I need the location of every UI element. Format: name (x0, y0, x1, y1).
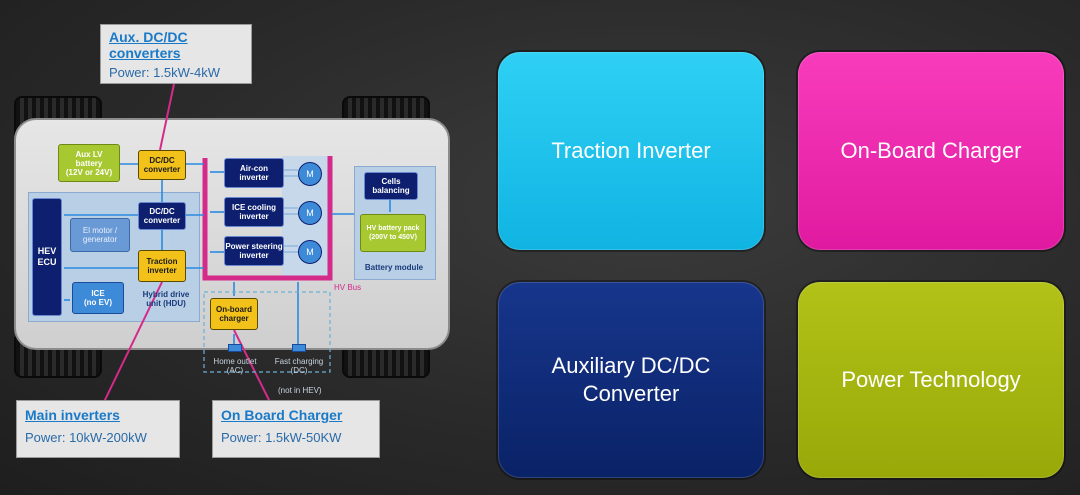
hv-battery-pack: HV battery pack(200V to 450V) (360, 214, 426, 252)
not-in-hev-label: (not in HEV) (278, 386, 322, 395)
hv-bus-label: HV Bus (334, 283, 362, 292)
el-motor-generator: El motor /generator (70, 218, 130, 252)
callout-aux-dcdc: Aux. DC/DC converters Power: 1.5kW-4kW (100, 24, 252, 84)
tile-onboard-charger[interactable]: On-Board Charger (798, 52, 1064, 250)
fast-charging-label: Fast charging(DC) (274, 357, 324, 375)
motor-ice-cooling: M (298, 201, 322, 225)
plug-icon-ac (228, 344, 242, 352)
tile-power-technology[interactable]: Power Technology (798, 282, 1064, 478)
motor-aircon: M (298, 162, 322, 186)
callout-obc-power: Power: 1.5kW-50KW (221, 430, 342, 445)
callout-onboard-charger: On Board Charger Power: 1.5kW-50KW (212, 400, 380, 458)
battery-module-label: Battery module (364, 263, 424, 272)
tile-auxiliary-dcdc-converter[interactable]: Auxiliary DC/DC Converter (498, 282, 764, 478)
callout-aux-power: Power: 1.5kW-4kW (109, 65, 221, 80)
callout-main-title: Main inverters (25, 407, 120, 423)
callout-main-power: Power: 10kW-200kW (25, 430, 147, 445)
ice-block: ICE(no EV) (72, 282, 124, 314)
plug-icon-dc (292, 344, 306, 352)
callout-aux-title-1: Aux. DC/DC (109, 29, 188, 45)
motor-power-steering: M (298, 240, 322, 264)
tile-onboard-charger-label: On-Board Charger (840, 138, 1022, 163)
callout-obc-title: On Board Charger (221, 407, 343, 423)
callout-aux-title-2: converters (109, 45, 181, 61)
tile-auxiliary-dcdc-label: Auxiliary DC/DC Converter (551, 353, 711, 406)
tile-power-technology-label: Power Technology (841, 367, 1021, 392)
home-outlet-label: Home outlet(AC) (213, 357, 257, 375)
tile-traction-inverter[interactable]: Traction Inverter (498, 52, 764, 250)
tile-traction-inverter-label: Traction Inverter (551, 138, 711, 163)
callout-main-inverters: Main inverters Power: 10kW-200kW (16, 400, 180, 458)
